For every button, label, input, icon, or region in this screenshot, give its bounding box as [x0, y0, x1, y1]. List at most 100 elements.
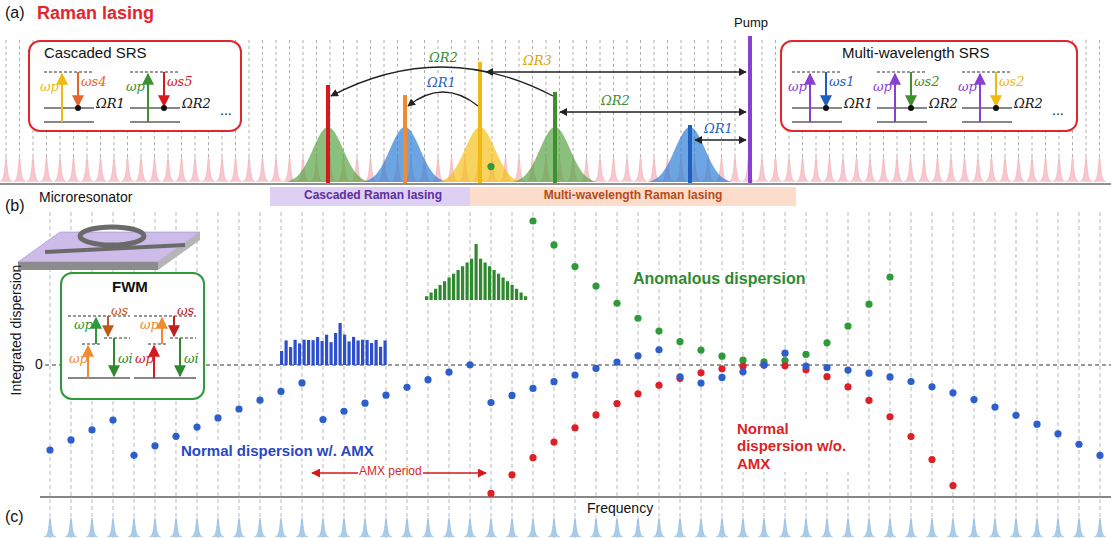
resonance-peak	[1066, 157, 1079, 182]
symbol-label: ωp	[958, 80, 977, 95]
anomalous-dot	[613, 300, 620, 307]
amx-dot	[151, 442, 158, 449]
comb-spectrum-bar	[475, 244, 478, 300]
comb-line	[779, 518, 791, 537]
anomalous-dot	[571, 263, 578, 270]
resonance-peak	[243, 157, 256, 182]
mode-grid-line	[596, 212, 597, 538]
mode-grid-line	[323, 212, 324, 538]
resonance-peak	[850, 157, 863, 182]
comb-line	[44, 518, 56, 537]
comb-line	[632, 518, 644, 537]
comb-spectrum-bar	[289, 347, 292, 365]
resonance-peak	[270, 157, 283, 182]
amx-dot	[361, 400, 368, 407]
resonance-peak	[945, 157, 958, 182]
comb-line	[317, 518, 329, 537]
resonance-peak	[904, 157, 917, 182]
spectrum-baseline	[0, 184, 1111, 185]
comb-spectrum-bar	[343, 335, 346, 365]
resonance-peak	[958, 157, 971, 182]
comb-spectrum-bar	[384, 340, 387, 365]
symbol-label: ...	[1052, 102, 1064, 118]
comb-line	[884, 518, 896, 537]
comb-line	[128, 518, 140, 537]
mode-grid-line	[1079, 212, 1080, 538]
figure-label: Raman lasing	[36, 3, 155, 24]
resonance-peak	[783, 157, 796, 182]
amx-dot	[109, 416, 116, 423]
amx-dot	[613, 358, 620, 365]
comb-line	[842, 518, 854, 537]
zero-line	[45, 365, 1111, 366]
mode-grid-line	[365, 212, 366, 538]
resonance-peak	[1080, 157, 1093, 182]
comb-line	[758, 518, 770, 537]
comb-line	[275, 518, 287, 537]
symbol-label: ΩR1	[96, 97, 125, 112]
resonance-peak	[810, 157, 823, 182]
mode-grid-line	[911, 212, 912, 538]
normal-dot	[571, 424, 578, 431]
resonance-peak	[1053, 157, 1066, 182]
comb-spectrum-bar	[425, 296, 428, 300]
resonance-peak	[999, 157, 1012, 182]
mode-grid-line	[995, 212, 996, 538]
resonance-peak	[877, 157, 890, 182]
microring-illustration	[18, 227, 200, 270]
normal-dot	[928, 456, 935, 463]
normal-dot	[508, 471, 515, 478]
comb-line	[485, 518, 497, 537]
symbol-label: ΩR1	[844, 97, 873, 112]
mode-grid-line	[533, 212, 534, 538]
mode-grid-line	[428, 212, 429, 538]
resonance-peak	[121, 157, 134, 182]
amx-dot	[508, 392, 515, 399]
amx-dot	[487, 399, 494, 406]
amx-dot	[340, 408, 347, 415]
comb-spectrum-bar	[466, 263, 469, 301]
normal-dot	[487, 490, 494, 497]
comb-line	[653, 518, 665, 537]
anomalous-dot	[823, 339, 830, 346]
normal-dot	[634, 390, 641, 397]
comb-line	[254, 518, 266, 537]
comb-spectrum-bar	[497, 274, 500, 300]
anomalous-dot	[718, 353, 725, 360]
comb-line	[905, 518, 917, 537]
laser-line	[478, 62, 482, 183]
amx-dot	[907, 378, 914, 385]
comb-spectrum-bar	[511, 285, 514, 300]
comb-spectrum-bar	[502, 278, 505, 301]
box-title: Cascaded SRS	[44, 44, 147, 61]
amx-dot	[298, 379, 305, 386]
amx-dot	[865, 370, 872, 377]
amx-dot	[970, 396, 977, 403]
shift-label: ΩR2	[600, 94, 631, 109]
resonance-peak	[1012, 157, 1025, 182]
comb-line	[464, 518, 476, 537]
amx-dot	[130, 452, 137, 459]
amx-dot	[781, 350, 788, 357]
symbol-label: ωs	[111, 304, 128, 319]
comb-line	[989, 518, 1001, 537]
amx-dot	[1012, 412, 1019, 419]
shift-arrow	[408, 92, 478, 106]
amx-dot	[928, 383, 935, 390]
comb-line	[401, 518, 413, 537]
normal-dot	[760, 361, 767, 368]
amx-dot	[277, 388, 284, 395]
amx-dot	[1054, 430, 1061, 437]
comb-line	[506, 518, 518, 537]
anomalous-dot	[844, 323, 851, 330]
normal-dot	[718, 365, 725, 372]
mode-grid-line	[260, 212, 261, 538]
resonance-peak	[823, 157, 836, 182]
comb-line	[863, 518, 875, 537]
comb-line	[170, 518, 182, 537]
amx-dot	[655, 346, 662, 353]
amx-dot	[382, 392, 389, 399]
comb-line	[443, 518, 455, 537]
shift-arrow	[560, 111, 746, 112]
amx-dot	[1075, 441, 1082, 448]
